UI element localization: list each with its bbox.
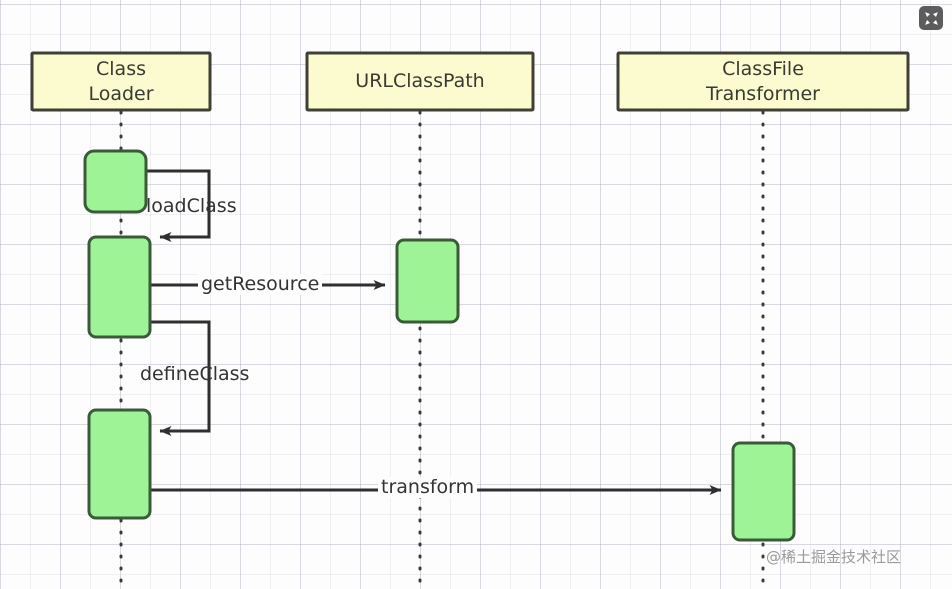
activation-bar-class-loader-1[interactable] <box>83 149 148 214</box>
participant-boxes <box>30 51 910 112</box>
message-label-get-resource: getResource <box>198 274 323 295</box>
participant-box-class-loader[interactable] <box>30 51 212 112</box>
shrink-icon[interactable] <box>919 6 943 30</box>
activation-bar-class-file-transformer-1[interactable] <box>731 441 796 542</box>
lifelines <box>119 110 765 588</box>
shrink-arrows-glyph <box>924 11 938 25</box>
message-label-define-class: defineClass <box>140 363 250 385</box>
participant-box-class-file-transformer[interactable] <box>616 51 910 112</box>
message-line-define-class <box>150 320 211 436</box>
message-label-transform: transform <box>378 477 478 498</box>
activation-bar-class-loader-2[interactable] <box>87 235 152 339</box>
participant-box-url-class-path[interactable] <box>305 51 535 112</box>
message-label-load-class: loadClass <box>146 195 237 217</box>
message-line-load-class <box>146 169 211 242</box>
activation-bar-class-loader-3[interactable] <box>87 408 152 520</box>
message-lines <box>146 169 722 495</box>
activation-bars <box>83 149 796 542</box>
activation-bar-url-class-path-1[interactable] <box>395 238 460 324</box>
watermark-text: @稀土掘金技术社区 <box>766 548 902 566</box>
